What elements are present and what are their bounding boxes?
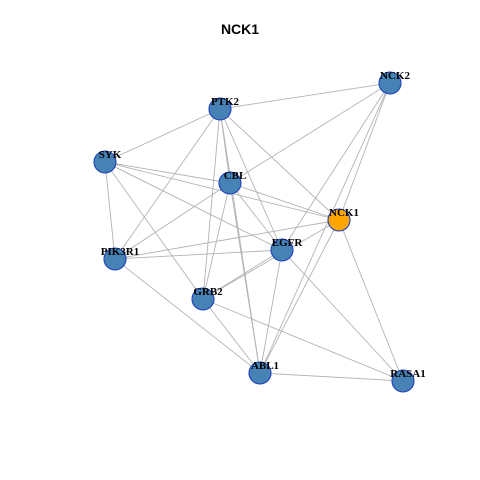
node-cbl[interactable]	[218, 171, 242, 195]
edge-nck2-egfr	[281, 82, 391, 251]
edge-nck1-abl1	[259, 219, 340, 374]
edge-ptk2-grb2	[202, 108, 221, 300]
graph-title: NCK1	[220, 21, 260, 37]
edge-syk-pik3r1	[104, 161, 116, 260]
node-layer	[93, 71, 415, 393]
edge-ptk2-nck1	[219, 108, 340, 221]
node-label-egfr: EGFR	[272, 237, 304, 249]
edge-layer	[104, 82, 404, 382]
node-rasa1[interactable]	[391, 369, 415, 393]
edge-cbl-egfr	[229, 182, 283, 251]
edge-nck1-rasa1	[338, 219, 404, 382]
node-label-pik3r1: PIK3R1	[101, 246, 140, 258]
edge-cbl-nck1	[229, 182, 340, 221]
node-label-ptk2: PTK2	[211, 96, 240, 108]
edge-cbl-abl1	[229, 182, 261, 374]
edge-nck2-cbl	[229, 82, 391, 184]
edge-abl1-rasa1	[259, 372, 404, 382]
edge-nck1-grb2	[202, 219, 340, 300]
node-label-rasa1: RASA1	[390, 368, 425, 380]
edge-syk-egfr	[104, 161, 283, 251]
edge-nck2-nck1	[338, 82, 391, 221]
edge-syk-grb2	[104, 161, 204, 300]
edge-egfr-grb2	[202, 249, 283, 300]
edge-cbl-pik3r1	[114, 182, 231, 260]
edge-grb2-abl1	[202, 298, 261, 374]
node-ptk2[interactable]	[208, 97, 232, 121]
node-egfr[interactable]	[270, 238, 294, 262]
node-pik3r1[interactable]	[103, 247, 127, 271]
node-label-cbl: CBL	[224, 170, 247, 182]
edge-syk-cbl	[104, 161, 231, 184]
node-label-abl1: ABL1	[251, 360, 279, 372]
node-label-grb2: GRB2	[193, 286, 223, 298]
edge-ptk2-egfr	[219, 108, 283, 251]
node-abl1[interactable]	[248, 361, 272, 385]
edge-pik3r1-abl1	[114, 258, 261, 374]
node-label-nck2: NCK2	[380, 70, 410, 82]
edge-ptk2-nck2	[219, 82, 391, 110]
edge-egfr-abl1	[259, 249, 283, 374]
edge-ptk2-syk	[104, 108, 221, 163]
node-label-syk: SYK	[99, 149, 122, 161]
edge-grb2-rasa1	[202, 298, 404, 382]
node-grb2[interactable]	[191, 287, 215, 311]
node-nck1[interactable]	[327, 208, 351, 232]
node-syk[interactable]	[93, 150, 117, 174]
node-label-nck1: NCK1	[329, 207, 359, 219]
edge-egfr-rasa1	[281, 249, 404, 382]
edge-nck1-pik3r1	[114, 219, 340, 260]
edge-ptk2-pik3r1	[114, 108, 221, 260]
node-nck2[interactable]	[378, 71, 402, 95]
edge-egfr-pik3r1	[114, 249, 283, 260]
